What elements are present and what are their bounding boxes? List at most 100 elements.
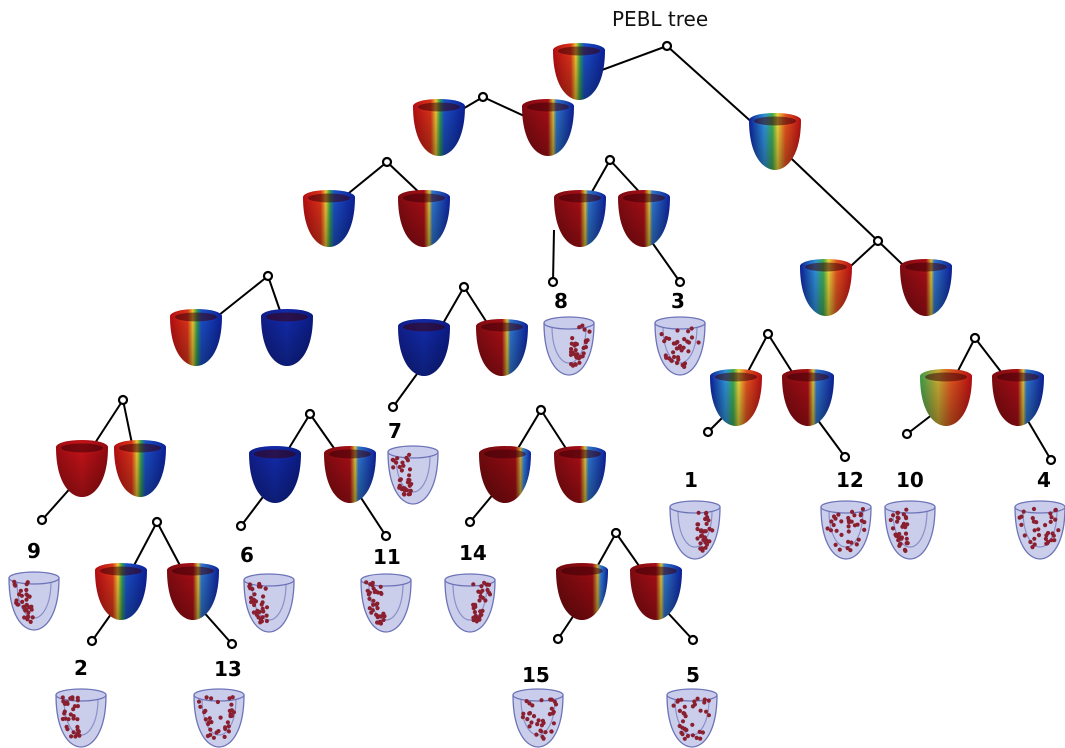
activation-point xyxy=(75,695,80,700)
activation-point xyxy=(699,528,704,533)
leaf-point-cloud xyxy=(360,573,412,633)
activation-point xyxy=(702,535,707,540)
activation-point xyxy=(22,615,27,620)
activation-point xyxy=(854,542,859,547)
leaf-label: 6 xyxy=(240,543,254,567)
heart-cavity xyxy=(559,193,601,203)
cloud-rim xyxy=(669,500,721,514)
heart-cavity xyxy=(481,322,523,332)
tree-edge xyxy=(588,159,611,198)
activation-point xyxy=(218,715,223,720)
diagram-title: PEBL tree xyxy=(612,7,708,31)
activation-point xyxy=(846,520,852,525)
leaf-label: 4 xyxy=(1037,468,1051,492)
activation-point xyxy=(379,614,384,619)
activation-point xyxy=(677,708,683,714)
cloud-shell xyxy=(360,579,412,633)
activation-point xyxy=(371,598,376,603)
activation-point xyxy=(700,730,706,735)
heart-cavity xyxy=(715,372,757,382)
tree-junction xyxy=(547,276,559,288)
heart-shading xyxy=(398,326,450,376)
activation-point xyxy=(710,528,715,533)
activation-point xyxy=(671,703,676,708)
activation-point xyxy=(1032,536,1037,541)
heart-shading xyxy=(710,376,762,426)
activation-point xyxy=(702,529,707,534)
heart-cavity xyxy=(558,46,600,56)
activation-point xyxy=(30,615,35,620)
activation-point xyxy=(580,323,585,328)
activation-point xyxy=(896,516,901,521)
activation-point xyxy=(399,468,404,473)
heart-shading xyxy=(56,447,108,497)
activation-point xyxy=(24,597,29,602)
activation-point xyxy=(895,510,900,515)
activation-point xyxy=(685,339,690,344)
activation-point xyxy=(680,363,685,368)
activation-point xyxy=(674,360,680,366)
activation-point xyxy=(831,514,837,519)
tree-junction xyxy=(86,635,98,647)
activation-point xyxy=(888,517,893,523)
heart-cavity xyxy=(905,262,947,272)
activation-point xyxy=(391,465,396,470)
heart-shading xyxy=(554,453,606,503)
activation-point xyxy=(681,345,686,350)
activation-point xyxy=(675,339,680,345)
activation-point xyxy=(204,695,209,700)
heart-node xyxy=(398,190,450,247)
activation-point xyxy=(472,610,477,615)
activation-point xyxy=(695,536,700,541)
activation-point xyxy=(228,712,233,717)
cloud-shell xyxy=(243,579,295,633)
activation-point xyxy=(529,720,534,725)
activation-point xyxy=(258,584,263,589)
activation-point xyxy=(478,609,483,614)
heart-shading xyxy=(170,316,222,366)
activation-point xyxy=(894,533,899,539)
activation-point xyxy=(1032,528,1037,533)
cloud-shell xyxy=(820,506,872,560)
activation-point xyxy=(264,618,269,624)
activation-point xyxy=(896,538,901,543)
leaf-point-cloud xyxy=(55,688,107,748)
activation-point xyxy=(904,536,909,541)
heart-node xyxy=(992,369,1044,426)
leaf-point-cloud xyxy=(8,571,60,631)
heart-node xyxy=(56,440,108,497)
heart-node xyxy=(800,259,852,316)
activation-point xyxy=(686,329,691,334)
activation-point xyxy=(477,617,482,622)
activation-point xyxy=(901,512,906,517)
activation-point xyxy=(685,733,691,739)
activation-point xyxy=(903,531,909,536)
activation-point xyxy=(845,546,850,551)
heart-shading xyxy=(920,376,972,426)
activation-point xyxy=(69,734,74,739)
activation-point xyxy=(398,477,403,482)
activation-point xyxy=(662,339,667,344)
activation-point xyxy=(534,732,539,737)
activation-point xyxy=(1053,508,1058,513)
activation-point xyxy=(904,516,909,521)
cloud-shell xyxy=(55,694,107,748)
activation-point xyxy=(587,329,592,334)
activation-point xyxy=(846,539,851,544)
activation-point xyxy=(698,708,703,713)
cloud-rim xyxy=(387,445,439,459)
leaf-label: 8 xyxy=(554,289,568,313)
heart-node xyxy=(554,446,606,503)
activation-point xyxy=(29,607,34,612)
heart-node xyxy=(170,309,222,366)
leaf-point-cloud xyxy=(193,688,245,748)
activation-point xyxy=(671,350,676,355)
activation-point xyxy=(397,483,402,488)
activation-point xyxy=(695,526,700,532)
activation-point xyxy=(407,452,412,457)
activation-point xyxy=(1048,511,1053,516)
activation-point xyxy=(706,518,711,523)
cloud-shell xyxy=(666,694,718,748)
activation-point xyxy=(839,532,844,538)
